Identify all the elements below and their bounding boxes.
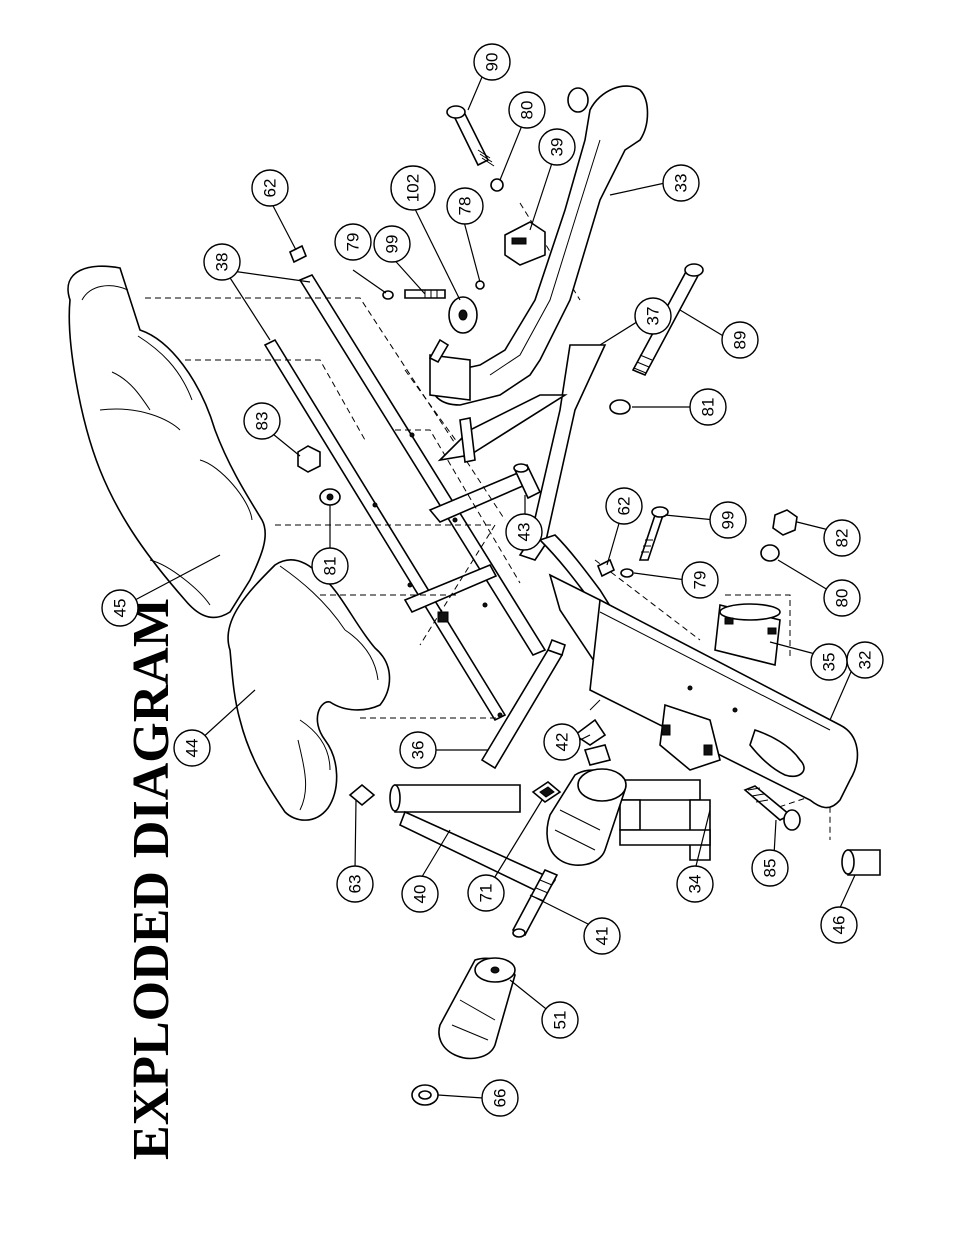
sleeve-46 xyxy=(842,850,880,875)
callout-label: 32 xyxy=(856,651,875,670)
callout-37: 37 xyxy=(635,298,671,334)
callout-label: 44 xyxy=(183,739,202,758)
cap-63 xyxy=(350,785,374,805)
seat-pad xyxy=(228,560,389,820)
callout-89: 89 xyxy=(722,322,758,358)
callout-label: 81 xyxy=(321,557,340,576)
bracket xyxy=(505,222,545,265)
callout-32: 32 xyxy=(847,642,883,678)
callout-46: 46 xyxy=(821,907,857,943)
callout-34: 34 xyxy=(677,866,713,902)
callout-label: 85 xyxy=(761,859,780,878)
callout-81: 81 xyxy=(690,389,726,425)
bolt-90 xyxy=(447,106,494,166)
callout-label: 79 xyxy=(691,571,710,590)
cap-71 xyxy=(533,782,560,802)
callout-40: 40 xyxy=(402,876,438,912)
callout-44: 44 xyxy=(174,730,210,766)
callout-label: 80 xyxy=(518,101,537,120)
callout-label: 62 xyxy=(615,497,634,516)
callout-label: 66 xyxy=(491,1089,510,1108)
callout-label: 40 xyxy=(411,885,430,904)
bolt-99b xyxy=(640,507,668,560)
callout-71: 71 xyxy=(468,875,504,911)
diagram-title: EXPLODED DIAGRAM xyxy=(123,598,180,1160)
washer-79b xyxy=(621,569,633,577)
callout-38: 38 xyxy=(204,244,240,280)
callout-45: 45 xyxy=(102,590,138,626)
nut-62a xyxy=(290,246,306,262)
callout-80: 80 xyxy=(824,580,860,616)
end-cap-66 xyxy=(412,1085,438,1105)
callout-79: 79 xyxy=(682,562,718,598)
callout-label: 35 xyxy=(820,653,839,672)
callout-label: 102 xyxy=(404,174,423,202)
callout-80: 80 xyxy=(509,92,545,128)
callout-label: 45 xyxy=(111,599,130,618)
callout-label: 51 xyxy=(551,1011,570,1030)
callout-63: 63 xyxy=(337,866,373,902)
callout-81: 81 xyxy=(312,548,348,584)
callout-label: 99 xyxy=(383,235,402,254)
callout-90: 90 xyxy=(474,44,510,80)
callout-82: 82 xyxy=(824,520,860,556)
callout-51: 51 xyxy=(542,1002,578,1038)
callout-label: 46 xyxy=(830,916,849,935)
callout-33: 33 xyxy=(663,165,699,201)
callout-39: 39 xyxy=(539,129,575,165)
washer-80 xyxy=(491,179,503,191)
callout-43: 43 xyxy=(506,514,542,550)
nut-83 xyxy=(298,446,320,472)
washer-80b xyxy=(761,545,779,561)
washer-81a xyxy=(610,400,630,414)
callout-62: 62 xyxy=(606,488,642,524)
callout-label: 41 xyxy=(593,927,612,946)
callout-79: 79 xyxy=(335,224,371,260)
callout-83: 83 xyxy=(244,403,280,439)
callout-36: 36 xyxy=(400,732,436,768)
callout-label: 89 xyxy=(731,331,750,350)
sleeve-35 xyxy=(715,604,780,665)
callout-99: 99 xyxy=(710,502,746,538)
callout-62: 62 xyxy=(252,170,288,206)
callout-label: 82 xyxy=(833,529,852,548)
callout-label: 63 xyxy=(346,875,365,894)
callout-label: 79 xyxy=(344,233,363,252)
callout-label: 38 xyxy=(213,253,232,272)
callout-78: 78 xyxy=(447,188,483,224)
callout-85: 85 xyxy=(752,850,788,886)
pulley xyxy=(430,297,477,362)
callout-label: 37 xyxy=(644,307,663,326)
callout-35: 35 xyxy=(811,644,847,680)
nut-62b xyxy=(598,560,614,576)
callout-102: 102 xyxy=(391,166,435,210)
nut-82 xyxy=(773,510,797,535)
callout-label: 83 xyxy=(253,412,272,431)
roller-51 xyxy=(439,958,515,1058)
callout-label: 42 xyxy=(553,733,572,752)
screw-78 xyxy=(476,281,484,289)
callout-41: 41 xyxy=(584,918,620,954)
callout-label: 78 xyxy=(456,197,475,216)
callout-99: 99 xyxy=(374,226,410,262)
callout-label: 71 xyxy=(477,884,496,903)
pop-pin xyxy=(575,700,610,765)
roller-pad xyxy=(547,769,626,865)
callout-label: 62 xyxy=(261,179,280,198)
callout-label: 33 xyxy=(672,174,691,193)
callout-66: 66 xyxy=(482,1080,518,1116)
bolt-85 xyxy=(745,786,800,830)
callout-label: 43 xyxy=(515,523,534,542)
callout-label: 80 xyxy=(833,589,852,608)
callout-label: 34 xyxy=(686,875,705,894)
callout-label: 39 xyxy=(548,138,567,157)
callout-label: 90 xyxy=(483,53,502,72)
callout-42: 42 xyxy=(544,724,580,760)
callout-label: 99 xyxy=(719,511,738,530)
back-pad xyxy=(68,266,265,617)
callout-label: 36 xyxy=(409,741,428,760)
callout-label: 81 xyxy=(699,398,718,417)
